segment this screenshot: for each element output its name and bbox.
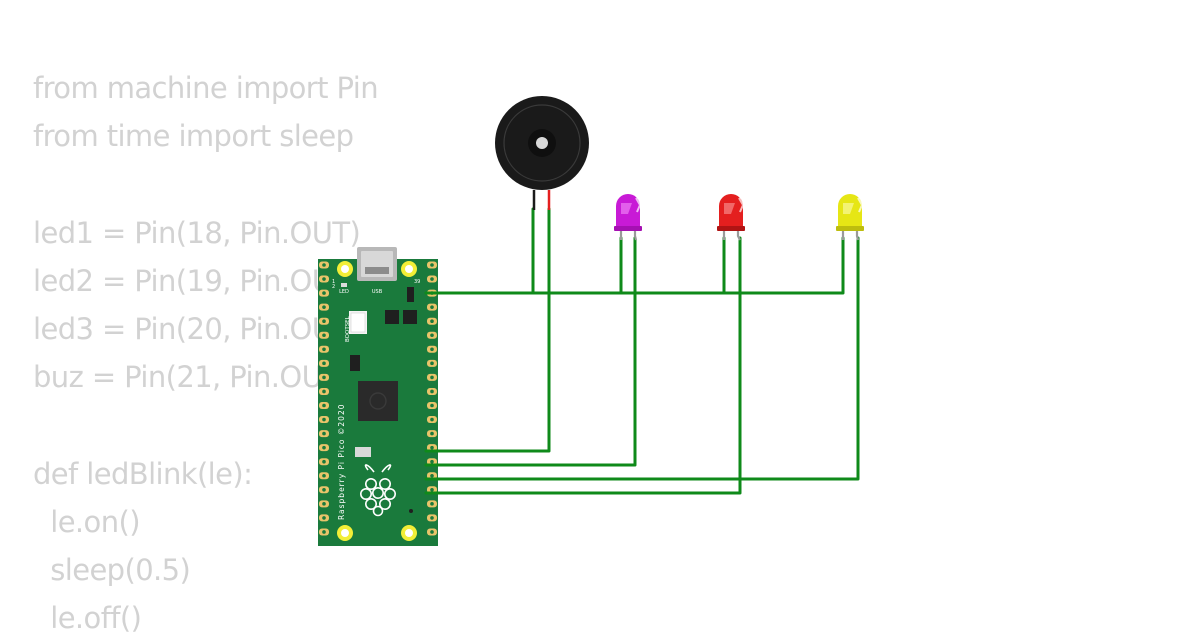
gpio-pad-hole — [322, 488, 326, 492]
gpio-pad-hole — [430, 319, 434, 324]
gpio-pad-hole — [322, 305, 326, 309]
gpio-pad-hole — [322, 333, 326, 338]
gpio-pad-hole — [430, 530, 434, 534]
gpio-pad-hole — [322, 375, 326, 380]
gpio-pad-hole — [430, 516, 434, 520]
gpio-pad-hole — [430, 375, 434, 380]
gpio-pad-hole — [322, 417, 326, 422]
purple-led-signal-wire[interactable] — [424, 236, 637, 467]
gpio-pad-hole — [322, 291, 326, 295]
gpio-pad-hole — [322, 319, 326, 324]
gpio-pad-hole — [430, 459, 434, 464]
gpio-pad-hole — [430, 263, 434, 267]
yellow-led-signal-wire[interactable] — [424, 236, 860, 481]
gpio-pad-hole — [430, 403, 434, 408]
onboard-led — [341, 283, 347, 287]
gpio-pad-hole — [430, 305, 434, 309]
gpio-pad-hole — [322, 403, 326, 408]
gpio-pad-hole — [322, 263, 326, 267]
pin2-silk-label: 2 — [332, 284, 335, 290]
code-line: def ledBlink(le): — [33, 456, 253, 491]
gpio-pad-hole — [430, 417, 434, 422]
led-silk-label: LED — [339, 289, 349, 295]
gpio-pad-hole — [322, 431, 326, 436]
gpio-pad-hole — [430, 347, 434, 352]
gpio-pad-hole — [430, 333, 434, 338]
surface-mount-components — [350, 287, 417, 513]
gpio-pad-hole — [430, 431, 434, 436]
board-brand-label: Raspberry Pi Pico ©2020 — [337, 404, 346, 521]
gpio-pad-hole — [322, 389, 326, 394]
led-yellow[interactable] — [836, 194, 864, 241]
led-purple[interactable] — [614, 194, 642, 241]
gpio-pad-hole — [322, 473, 326, 478]
gpio-pad-hole — [322, 459, 326, 464]
bootsel-button[interactable] — [349, 311, 367, 334]
buzzer-signal-wire[interactable] — [424, 207, 551, 453]
usb-silk-label: USB — [372, 289, 383, 295]
ground-bus-wire[interactable] — [424, 236, 845, 295]
gpio-pad-hole — [430, 277, 434, 281]
wires — [424, 207, 860, 495]
red-led-signal-wire[interactable] — [424, 236, 742, 495]
gpio-pad-hole — [430, 445, 434, 450]
piezo-buzzer[interactable] — [495, 96, 589, 210]
led-red[interactable] — [717, 194, 745, 241]
rp2040-chip — [358, 381, 398, 421]
code-line: le.off() — [33, 601, 142, 636]
gpio-pad-hole — [430, 473, 434, 478]
gpio-pad-hole — [322, 502, 326, 506]
bootsel-silk-label: BOOTSEL — [345, 315, 351, 342]
gpio-pads — [319, 261, 437, 536]
raspberry-pi-pico-board[interactable]: LED USB 1 2 39 BOOTSEL Raspberry Pi Pico… — [318, 247, 438, 546]
gpio-pad-hole — [322, 516, 326, 520]
code-line: from machine import Pin — [33, 71, 379, 105]
gpio-pad-hole — [430, 488, 434, 492]
gpio-pad-hole — [430, 502, 434, 506]
gpio-pad-hole — [322, 347, 326, 352]
gpio-pad-hole — [430, 361, 434, 366]
gpio-pad-hole — [322, 361, 326, 366]
raspberry-logo — [359, 464, 396, 517]
mounting-holes — [337, 261, 417, 541]
gpio-pad-hole — [430, 389, 434, 394]
gpio-pad-hole — [322, 445, 326, 450]
gpio-pad-hole — [322, 530, 326, 534]
code-line: le.on() — [33, 504, 140, 539]
pin1-silk-label: 1 — [332, 279, 335, 285]
code-line: from time import sleep — [33, 119, 354, 154]
usb-connector — [357, 247, 397, 281]
code-editor[interactable]: from machine import Pin from time import … — [33, 64, 379, 642]
gpio-pad-hole — [322, 277, 326, 281]
pin39-silk-label: 39 — [414, 279, 420, 285]
code-line: led1 = Pin(18, Pin.OUT) — [33, 215, 361, 250]
code-line: sleep(0.5) — [33, 552, 191, 587]
